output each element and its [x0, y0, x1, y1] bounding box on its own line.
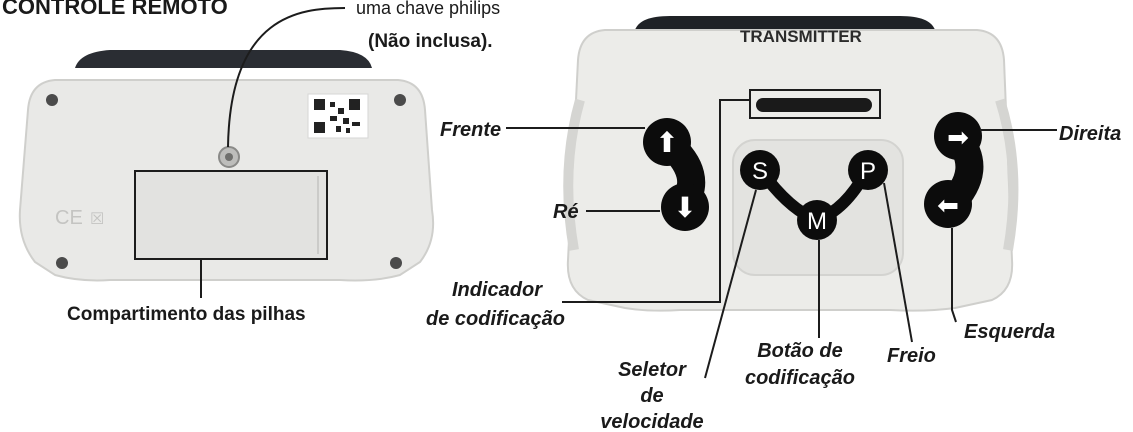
forward-button[interactable] — [643, 118, 691, 166]
arrow-left-icon: ⬅ — [937, 191, 959, 221]
brand-text: TRANSMITTER — [740, 27, 862, 46]
esquerda-leader-line — [951, 228, 957, 323]
forward-reverse-pad: ⬆ ⬇ — [643, 118, 709, 231]
coding-button-letter: M — [807, 208, 827, 235]
remote-back-top-strip — [75, 50, 372, 68]
battery-compartment — [134, 170, 328, 260]
left-button[interactable] — [924, 180, 972, 228]
partial-section-title: CONTROLE REMOTO — [2, 0, 228, 19]
arrow-down-icon: ⬇ — [673, 191, 696, 224]
remote-front-top-strip — [635, 16, 935, 30]
screw-hole-icon — [56, 257, 68, 269]
freio-label: Freio — [887, 345, 936, 367]
screw-hole-icon — [394, 94, 406, 106]
right-left-pad: ➡ ⬅ — [924, 112, 984, 228]
seletor-label-line-1: Seletor — [618, 359, 687, 381]
note-line-1: uma chave philips — [356, 0, 500, 18]
reverse-button[interactable] — [661, 183, 709, 231]
arrow-right-icon: ➡ — [947, 123, 969, 153]
screw-leader-line — [227, 7, 346, 148]
frente-label: Frente — [440, 119, 501, 141]
weee-bin-icon: ☒ — [90, 211, 104, 228]
battery-compartment-label: Compartimento das pilhas — [67, 304, 306, 325]
esquerda-label: Esquerda — [964, 321, 1055, 343]
right-button[interactable] — [934, 112, 982, 160]
arrow-up-icon: ⬆ — [655, 126, 678, 159]
note-line-2: (Não inclusa). — [368, 31, 493, 52]
remote-front-view: TRANSMITTER ⬆ ⬇ ➡ ⬅ S M — [506, 16, 1057, 379]
coding-indicator-box — [749, 89, 881, 119]
indicador-label-line-2: de codificação — [426, 308, 565, 330]
coding-button[interactable] — [797, 200, 837, 240]
smp-buttons: S M P — [740, 150, 888, 240]
coding-indicator-led — [756, 98, 872, 112]
seletor-leader-line — [704, 189, 757, 379]
re-label: Ré — [553, 201, 579, 223]
seletor-label-line-3: velocidade — [600, 411, 703, 432]
indicador-label-line-1: Indicador — [452, 279, 543, 301]
botao-label-line-2: codificação — [745, 367, 855, 389]
brake-button[interactable] — [848, 150, 888, 190]
indicador-leader-line — [562, 99, 750, 303]
botao-label-line-1: Botão de — [757, 340, 843, 362]
remote-back-view: CE ☒ — [18, 7, 435, 298]
freio-leader-line — [883, 182, 913, 343]
screw-hole-icon — [390, 257, 402, 269]
qr-code-icon — [307, 93, 369, 139]
speed-selector-button[interactable] — [740, 150, 780, 190]
brake-button-letter: P — [860, 158, 876, 185]
ce-mark-icon: CE — [55, 207, 83, 229]
direita-label: Direita — [1059, 123, 1121, 145]
screw-hole-icon — [46, 94, 58, 106]
speed-selector-letter: S — [752, 158, 768, 185]
seletor-label-line-2: de — [640, 385, 663, 407]
